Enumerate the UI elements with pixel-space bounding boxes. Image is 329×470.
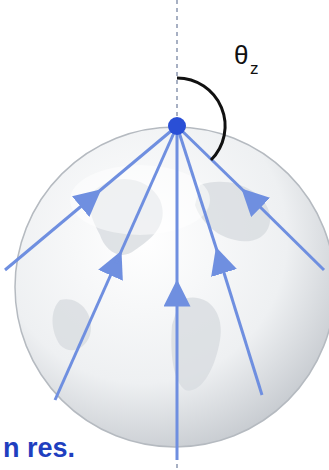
angle-symbol: θ	[234, 42, 248, 68]
heading-fragment: n res.	[3, 435, 75, 462]
globe	[15, 127, 329, 447]
zenith-axis	[176, 0, 178, 470]
glass-highlight	[70, 165, 210, 235]
angle-subscript: z	[250, 60, 259, 77]
rays	[5, 126, 324, 460]
zenith-angle-arc	[177, 78, 225, 160]
detector-dot	[168, 117, 186, 135]
